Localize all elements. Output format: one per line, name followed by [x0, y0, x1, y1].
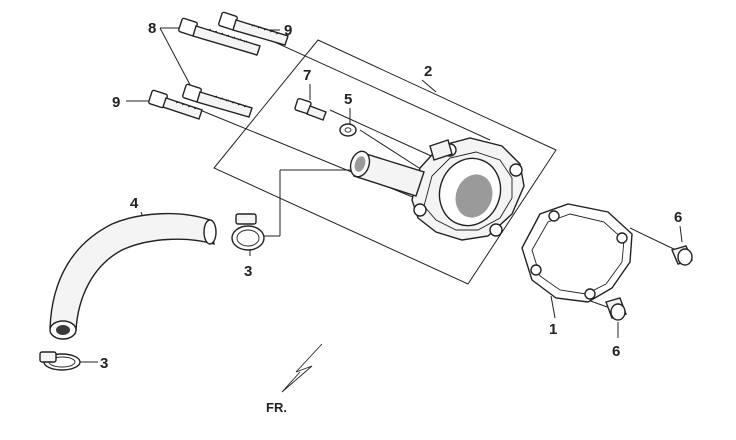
hose-clamp-lower [39, 351, 81, 371]
assembly-outline [213, 39, 557, 285]
water-pump-cover [349, 137, 525, 241]
callout-1: 1 [549, 321, 557, 338]
bolt-lower-short [148, 89, 203, 120]
washer [339, 123, 357, 137]
bolt-upper-short [218, 11, 289, 46]
callout-4: 4 [130, 195, 139, 212]
dowel-pin-upper [671, 245, 693, 266]
bolt-lower-long [182, 83, 253, 118]
callout-3-lower: 3 [100, 355, 108, 372]
callout-2: 2 [424, 63, 432, 80]
direction-label: FR. [266, 400, 287, 415]
callout-5: 5 [344, 91, 352, 108]
callout-6-upper: 6 [674, 209, 682, 226]
callout-9-left: 9 [112, 94, 120, 111]
callout-9-top: 9 [284, 22, 292, 39]
direction-arrow-icon [281, 343, 323, 393]
callout-6-lower: 6 [612, 343, 620, 360]
hose [49, 212, 217, 340]
bolt-upper-long [178, 17, 261, 56]
dowel-pin-lower [605, 297, 627, 321]
callout-8: 8 [148, 20, 156, 37]
callout-3-upper: 3 [244, 263, 252, 280]
hose-clamp-upper [231, 213, 265, 251]
leader-lines [80, 23, 683, 363]
callout-7: 7 [303, 67, 311, 84]
gasket [521, 203, 633, 303]
small-bolt [294, 97, 327, 121]
